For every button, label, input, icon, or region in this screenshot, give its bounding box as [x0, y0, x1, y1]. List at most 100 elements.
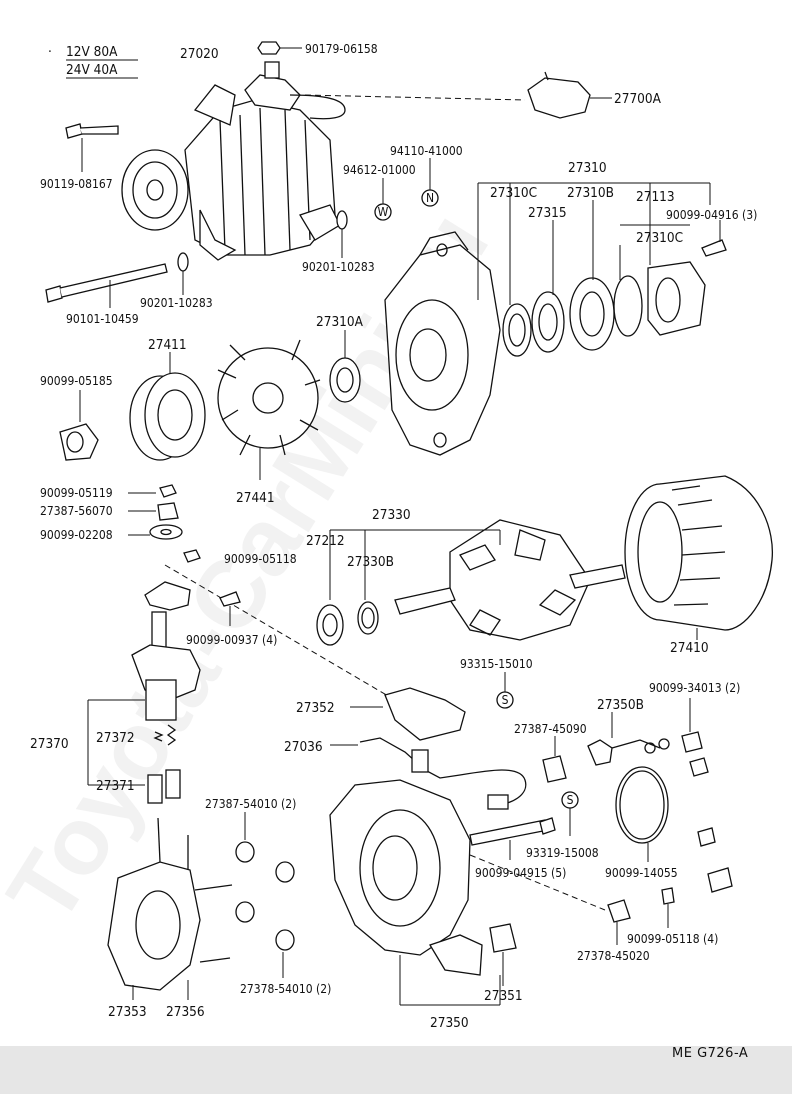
label-27020: 27020 [180, 46, 219, 62]
label-90099-34013: 90099-34013 (2) [649, 681, 740, 695]
svg-text:N: N [426, 191, 434, 205]
label-90099-02208: 90099-02208 [40, 528, 113, 542]
label-27370: 27370 [30, 736, 69, 752]
label-27351: 27351 [484, 988, 523, 1004]
label-90201-10283-a: 90201-10283 [302, 260, 375, 274]
label-27378-54010: 27378-54010 (2) [240, 982, 331, 996]
wire-harness-27036-drawing [330, 737, 527, 810]
label-27315: 27315 [528, 205, 567, 221]
label-90099-14055: 90099-14055 [605, 866, 678, 880]
rectifier-27353-drawing [107, 817, 233, 1000]
label-27387-54010: 27387-54010 (2) [205, 797, 296, 811]
screw-s-93319: S [561, 791, 579, 836]
screw-s-93315: S [496, 672, 514, 709]
screw-90099-04916 [701, 220, 727, 257]
bolt-90099-04915 [469, 817, 556, 860]
label-90099-05118-b: 90099-05118 (4) [627, 932, 718, 946]
svg-text:S: S [567, 793, 574, 807]
bearing-27212 [316, 604, 344, 646]
footer-band [0, 1046, 792, 1094]
bearing-27310B [569, 277, 615, 351]
bolt-90119-08167 [65, 123, 119, 172]
label-90119-08167: 90119-08167 [40, 177, 113, 191]
rotor-27330-drawing [329, 519, 626, 641]
label-27310B: 27310B [567, 185, 614, 201]
bushing-27387-54010-a [235, 841, 255, 863]
label-27700A: 27700A [614, 91, 662, 107]
label-27310C-b: 27310C [636, 230, 683, 246]
insulator-27387-56070 [157, 502, 179, 521]
label-27310A: 27310A [316, 314, 364, 330]
label-27411: 27411 [148, 337, 187, 353]
bushing-27387-54010-b [275, 861, 295, 883]
washer-w-symbol: W [374, 203, 392, 221]
nut-90179-06158 [257, 41, 302, 55]
label-27310: 27310 [568, 160, 607, 176]
label-27441: 27441 [236, 490, 275, 506]
label-27113: 27113 [636, 189, 675, 205]
washer-90201-10283-a [336, 210, 348, 230]
bushing-27351 [489, 923, 517, 953]
nut-90099-05119 [159, 484, 177, 498]
label-90179-06158: 90179-06158 [305, 42, 378, 56]
screw-90099-00937 [219, 591, 241, 626]
nut-90099-34013-a [681, 731, 703, 753]
figure-code: ME G726-A [672, 1046, 749, 1061]
label-27387-56070: 27387-56070 [40, 504, 113, 518]
label-90201-10283-b: 90201-10283 [140, 296, 213, 310]
nut-90099-05118-b [661, 887, 675, 905]
label-93319-15008: 93319-15008 [526, 846, 599, 860]
cover-27352-drawing [350, 687, 466, 741]
label-27350: 27350 [430, 1015, 469, 1031]
label-90099-05185: 90099-05185 [40, 374, 113, 388]
plug-b [707, 867, 733, 893]
brush-holder-27370-drawing [87, 581, 201, 804]
terminal-27350B-drawing [587, 712, 670, 766]
oring-90099-14055 [615, 766, 669, 862]
drive-end-frame-drawing [384, 231, 501, 456]
insulator-27387-45090 [542, 755, 567, 783]
washer-90201-10283-b [177, 252, 189, 272]
label-27353: 27353 [108, 1004, 147, 1020]
washer-90099-02208 [149, 524, 183, 540]
nut-90099-05185 [59, 390, 99, 461]
nut-90099-05118-a [183, 549, 201, 563]
label-27372: 27372 [96, 730, 135, 746]
label-90099-05119: 90099-05119 [40, 486, 113, 500]
label-27310C-a: 27310C [490, 185, 537, 201]
label-27356: 27356 [166, 1004, 205, 1020]
ring-27310C-b [613, 275, 643, 337]
stator-27410-drawing [624, 475, 774, 640]
rectifier-end-frame-drawing [329, 779, 483, 976]
spec-bullet: · [48, 44, 52, 60]
label-27378-45020: 27378-45020 [577, 949, 650, 963]
label-94612-01000: 94612-01000 [343, 163, 416, 177]
cover-27315 [531, 291, 565, 353]
label-27212: 27212 [306, 533, 345, 549]
bushing-27378-54010-b [275, 929, 295, 951]
bushing-27378-45020 [607, 899, 631, 923]
retainer-27113 [647, 261, 706, 336]
label-93315-15010: 93315-15010 [460, 657, 533, 671]
long-bolt-90101-10459 [45, 263, 168, 308]
svg-text:W: W [378, 205, 389, 219]
label-90101-10459: 90101-10459 [66, 312, 139, 326]
plug-a [697, 827, 716, 847]
label-94110-41000: 94110-41000 [390, 144, 463, 158]
nut-n-symbol: N [421, 189, 439, 207]
label-27036: 27036 [284, 739, 323, 755]
spacer-27310A-drawing [329, 330, 361, 403]
label-90099-04916: 90099-04916 (3) [666, 208, 757, 222]
ring-27310C [502, 303, 532, 357]
pulley-27411-drawing [129, 352, 206, 461]
spec-line-1: 12V 80A [66, 44, 118, 60]
label-90099-00937: 90099-00937 (4) [186, 633, 277, 647]
spec-line-2: 24V 40A [66, 62, 118, 78]
bushing-27378-54010-a [235, 901, 255, 923]
regulator-27700A-drawing [304, 71, 612, 119]
label-90099-05118-a: 90099-05118 [224, 552, 297, 566]
label-27352: 27352 [296, 700, 335, 716]
nut-90099-34013-b [689, 757, 709, 777]
